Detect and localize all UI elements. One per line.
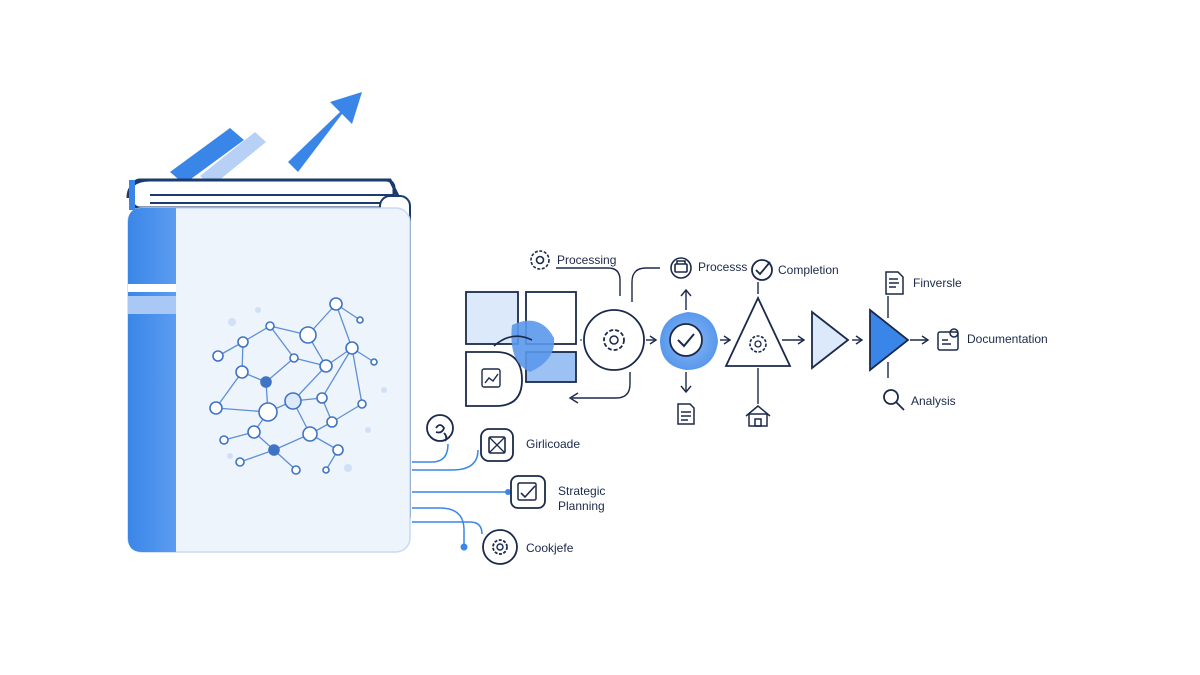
check-node [660, 312, 718, 370]
book-connectors [412, 443, 508, 546]
book-illustration [126, 178, 411, 553]
check-circle-icon [751, 259, 773, 281]
spine-band [128, 296, 176, 314]
ticket-icon [480, 428, 514, 462]
checklist-icon [510, 475, 546, 509]
label-process: Processs [698, 260, 747, 274]
arrow-head [680, 288, 692, 297]
book-top-outline [126, 178, 400, 199]
label-cookjefe: Cookjefe [526, 541, 574, 555]
gear-icon [482, 529, 518, 565]
growth-arrows [170, 92, 362, 186]
connector-dot [460, 543, 468, 551]
arrow-head [723, 335, 732, 345]
arrow-stripe-light [200, 132, 266, 186]
printer-icon [670, 257, 692, 279]
play-node-light [811, 310, 850, 370]
label-strategic: Strategic [558, 484, 605, 498]
return-line [572, 372, 631, 399]
document-icon [885, 271, 904, 295]
arrow-head [680, 385, 692, 394]
network-nodes [209, 297, 378, 475]
arrow-head [649, 335, 658, 345]
spiral-icon [426, 414, 454, 442]
spine-band [128, 284, 176, 292]
arrow-head [921, 335, 930, 345]
up-arrow-icon [288, 92, 362, 172]
connector-line [556, 267, 621, 296]
label-analysis: Analysis [911, 394, 956, 408]
gear-node [583, 309, 645, 371]
arrow-stripe-dark [170, 128, 244, 184]
chart-icon [481, 368, 501, 388]
book-spine [128, 208, 176, 552]
document-icon [677, 403, 695, 425]
process-squares [465, 291, 577, 407]
connector-line [631, 267, 660, 302]
gear-icon [530, 250, 550, 270]
magnifier-icon [883, 389, 905, 411]
arrow-head [568, 392, 579, 404]
check-icon [677, 333, 695, 348]
network-nodes-faint [227, 307, 387, 472]
play-node-dark [869, 308, 910, 372]
arrow-head [855, 335, 864, 345]
label-completion: Completion [778, 263, 839, 277]
home-icon [745, 405, 771, 427]
arrow-head [797, 335, 806, 345]
label-planning: Planning [558, 499, 605, 513]
triangle-node [724, 295, 792, 367]
label-finversle: Finversle [913, 276, 962, 290]
label-girlicoade: Girlicoade [526, 437, 580, 451]
tools-icon [937, 328, 959, 351]
connector-dot [505, 489, 511, 495]
label-processing: Processing [557, 253, 616, 267]
label-documentation: Documentation [967, 332, 1048, 346]
